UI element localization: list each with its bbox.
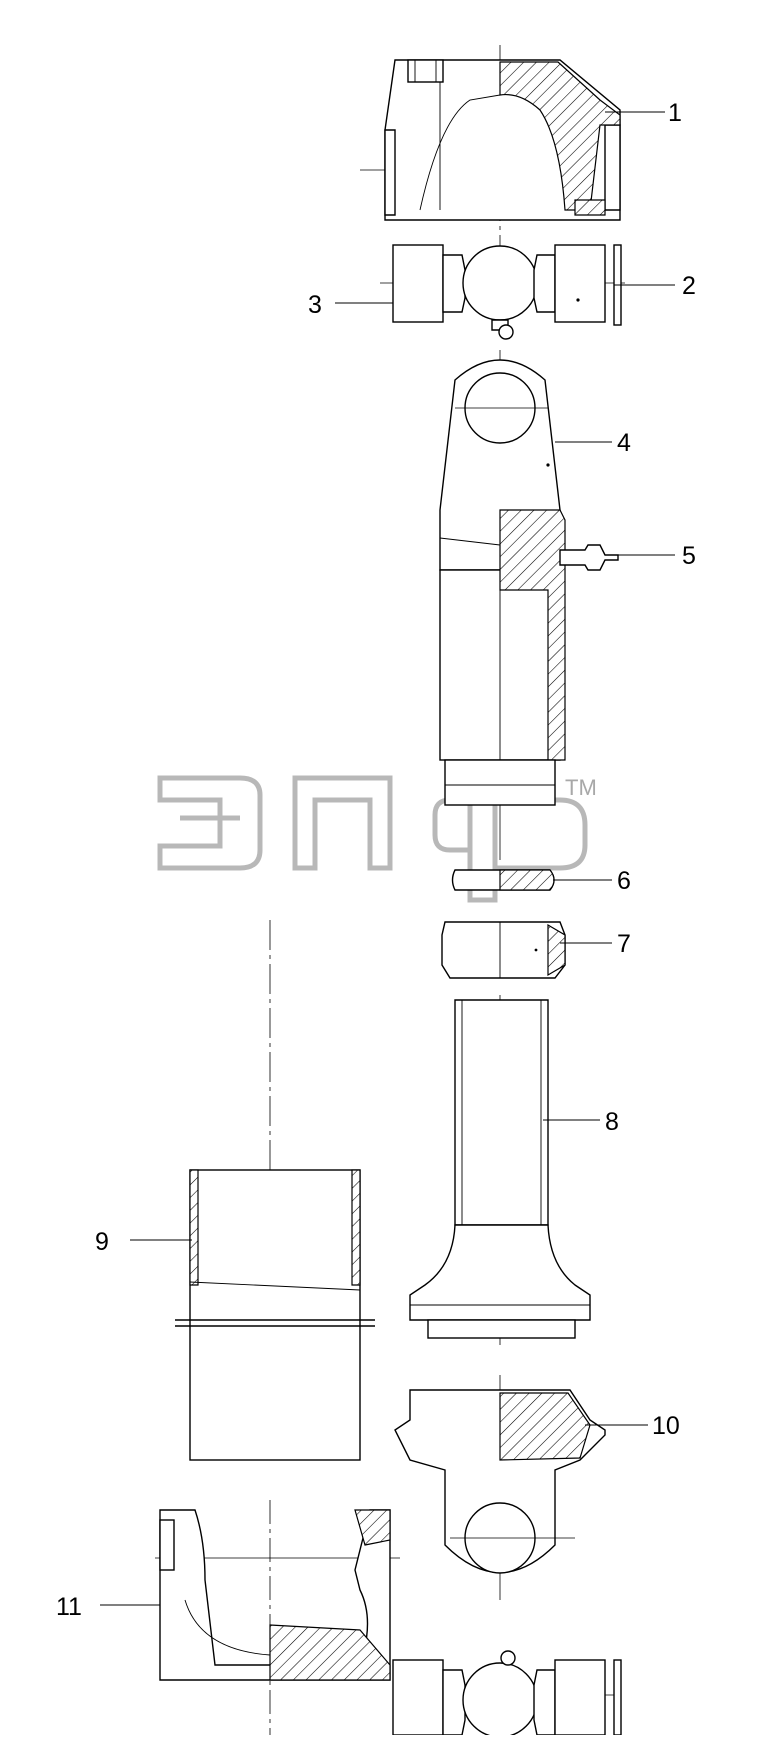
part-10-tube-yoke <box>394 1375 606 1600</box>
callout-4: 4 <box>617 429 631 457</box>
part-8-splined-shaft <box>409 995 591 1345</box>
part-6-seal-ring <box>451 869 555 891</box>
callout-5: 5 <box>682 542 696 570</box>
callout-1: 1 <box>668 99 682 127</box>
leader-lines <box>100 111 675 1606</box>
trademark-symbol: TM <box>565 775 597 800</box>
part-4-slip-yoke-tube <box>439 350 619 860</box>
callout-6: 6 <box>617 867 631 895</box>
part-7-dust-cap <box>441 921 566 979</box>
part-11-end-yoke <box>155 1500 400 1735</box>
callout-2: 2 <box>682 272 696 300</box>
part-2-3-cross-and-cups <box>380 235 625 340</box>
callout-9: 9 <box>95 1228 109 1256</box>
part-9-tube <box>175 920 375 1461</box>
callout-3: 3 <box>308 291 322 319</box>
callout-7: 7 <box>617 930 631 958</box>
callout-10: 10 <box>652 1412 680 1440</box>
callout-8: 8 <box>605 1108 619 1136</box>
part-1-flange-yoke <box>360 45 621 230</box>
callout-labels: 1 2 3 4 5 6 7 8 9 10 11 <box>56 99 696 1621</box>
callout-11: 11 <box>56 1593 82 1621</box>
lower-cross-and-cups <box>392 1650 622 1738</box>
